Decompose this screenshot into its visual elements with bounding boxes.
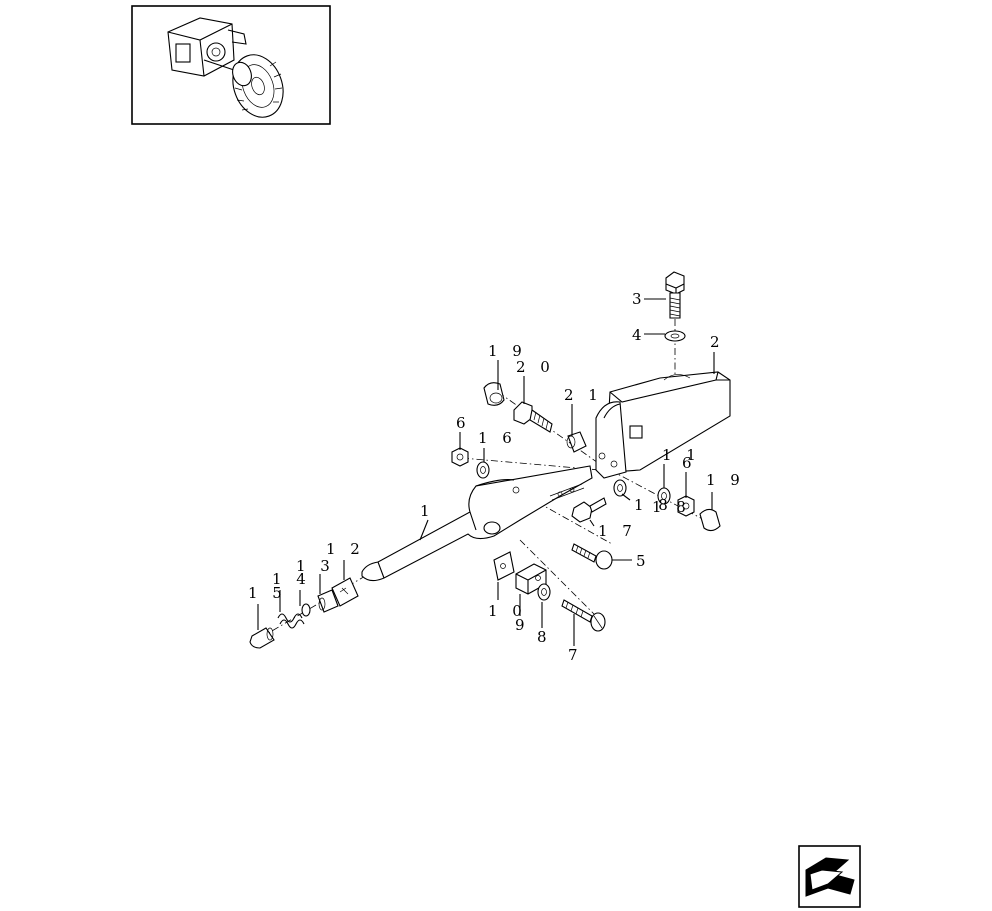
part-17-bolt [571,497,607,523]
callout-21: 2 1 [564,386,603,404]
callout-18-middle: 1 8 [634,496,673,514]
callout-8: 8 [537,628,552,646]
callout-9: 9 [515,616,530,634]
part-1-lever [361,465,593,582]
callout-19-right: 1 9 [706,471,745,489]
part-7-screw [561,599,606,632]
callout-17: 1 7 [598,522,637,540]
callout-18-right: 1 8 [652,498,691,516]
part-19-cap-nut-right [699,508,721,532]
callout-2: 2 [710,333,725,351]
back-arrow-icon[interactable] [798,845,861,908]
part-20-bolt [513,401,553,433]
callout-6-right: 6 [682,454,697,472]
part-2-bracket [595,371,731,479]
callout-1: 1 [420,502,435,520]
part-10-plate [493,551,515,581]
part-4-washer [664,330,686,342]
callout-7: 7 [568,646,583,664]
part-14-washer [301,603,311,617]
part-16-washer [476,461,490,479]
leader-lines [257,298,715,646]
callout-15: 1 5 [248,584,287,602]
callout-10: 1 0 [488,602,527,620]
callout-4: 4 [632,326,647,344]
callout-labels: 3 4 2 1 9 2 0 2 1 6 1 6 1 1 6 1 9 1 8 1 … [248,290,745,664]
part-15-knob [249,627,275,649]
part-19-cap-nut [483,382,505,406]
part-5-bolt [571,543,613,570]
callout-20: 2 0 [516,358,555,376]
part-13-bushing [317,589,339,613]
callout-16: 1 6 [478,429,517,447]
callout-5: 5 [636,552,651,570]
callout-19-left: 1 9 [488,342,527,360]
tractor-axle-thumbnail-icon[interactable] [131,5,331,125]
callout-11: 1 1 [662,446,701,464]
part-6-nut [451,447,469,467]
part-8-washer [537,583,551,601]
callout-13: 1 3 [296,557,335,575]
callout-12: 1 2 [326,540,365,558]
part-12-sleeve [331,577,359,607]
part-spring [277,613,305,629]
callout-6-left: 6 [456,414,471,432]
callout-14: 1 4 [272,570,311,588]
part-18-washer [613,479,627,497]
part-21-bushing [566,431,587,453]
part-3-bolt [665,271,685,319]
callout-3: 3 [632,290,647,308]
